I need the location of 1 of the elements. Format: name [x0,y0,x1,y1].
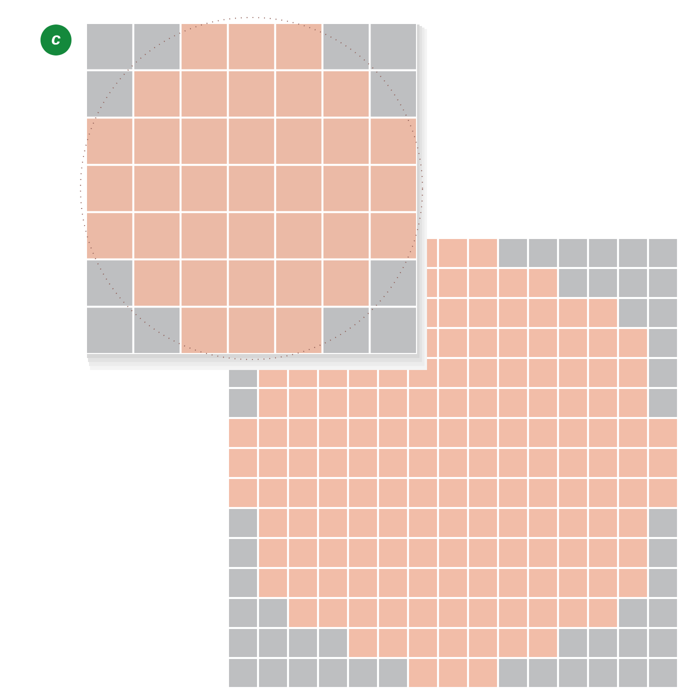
panel-label: c [40,24,72,56]
